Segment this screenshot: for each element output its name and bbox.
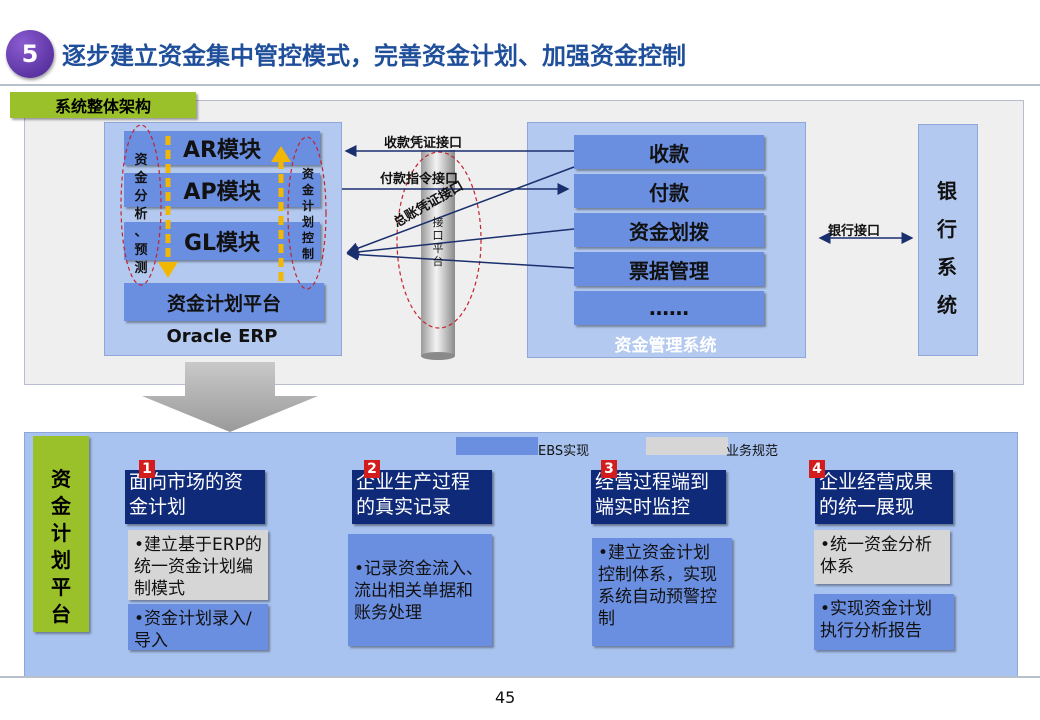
down-arrow bbox=[142, 362, 318, 432]
step-3-title: 经营过程端到端实时监控 bbox=[591, 470, 726, 524]
step-4-number: 4 bbox=[809, 460, 825, 478]
oracle-erp-label: Oracle ERP bbox=[166, 326, 278, 347]
fms-item-payment: 付款 bbox=[574, 174, 764, 208]
bank-interface-label: 银行接口 bbox=[828, 224, 881, 239]
step-3-sub-1: •建立资金计划控制体系，实现系统自动预警控制 bbox=[592, 538, 732, 646]
interface-highlight-ellipse bbox=[396, 151, 482, 329]
legend-business-swatch bbox=[646, 437, 728, 455]
step-2-number: 2 bbox=[364, 460, 380, 478]
legend-ebs-swatch bbox=[456, 437, 538, 455]
step-1-number: 1 bbox=[139, 460, 155, 478]
page-number: 45 bbox=[495, 688, 516, 707]
right-highlight-ellipse bbox=[287, 136, 327, 290]
step-2-title: 企业生产过程的真实记录 bbox=[352, 470, 492, 524]
step-2-sub-1: •记录资金流入、流出相关单据和账务处理 bbox=[348, 534, 492, 646]
payment-command-interface-label: 付款指令接口 bbox=[380, 172, 459, 187]
fms-label: 资金管理系统 bbox=[614, 336, 717, 356]
fund-analysis-forecast-label: 资金分析、预测 bbox=[134, 153, 148, 276]
step-3-number: 3 bbox=[601, 460, 617, 478]
step-4-sub-2: •实现资金计划执行分析报告 bbox=[814, 594, 954, 650]
title-divider bbox=[0, 84, 1040, 86]
step-1-sub-2: •资金计划录入/导入 bbox=[128, 604, 268, 651]
legend-business-label: 业务规范 bbox=[726, 444, 779, 459]
section-number-badge: 5 bbox=[6, 30, 54, 78]
interface-platform-label: 接口平台 bbox=[432, 216, 444, 268]
interface-platform-pipe bbox=[421, 150, 455, 356]
fms-item-notes: 票据管理 bbox=[574, 252, 764, 286]
fund-plan-control-label: 资金计划控制 bbox=[301, 167, 314, 261]
bank-system-label: 银行系统 bbox=[937, 179, 957, 317]
fms-item-receipt: 收款 bbox=[574, 135, 764, 169]
bank-system-box bbox=[918, 124, 978, 356]
fms-item-more: …… bbox=[574, 291, 764, 325]
fund-plan-platform-side-tag: 资金计划平台 bbox=[33, 436, 89, 632]
receipt-voucher-interface-label: 收款凭证接口 bbox=[384, 136, 463, 151]
architecture-tag: 系统整体架构 bbox=[10, 92, 196, 118]
fms-item-transfer: 资金划拨 bbox=[574, 213, 764, 247]
step-4-sub-1: •统一资金分析体系 bbox=[814, 530, 950, 584]
step-4-title: 企业经营成果的统一展现 bbox=[815, 470, 953, 524]
ap-module: AP模块 bbox=[124, 173, 320, 207]
gl-module: GL模块 bbox=[124, 222, 320, 260]
fund-plan-platform: 资金计划平台 bbox=[124, 283, 324, 321]
step-1-title: 面向市场的资金计划 bbox=[125, 470, 265, 524]
legend-ebs-label: EBS实现 bbox=[538, 444, 590, 459]
footer-divider bbox=[0, 676, 1040, 678]
left-highlight-ellipse bbox=[120, 124, 162, 286]
step-1-sub-1: •建立基于ERP的统一资金计划编制模式 bbox=[128, 530, 268, 600]
page-title: 逐步建立资金集中管控模式，完善资金计划、加强资金控制 bbox=[62, 42, 686, 70]
